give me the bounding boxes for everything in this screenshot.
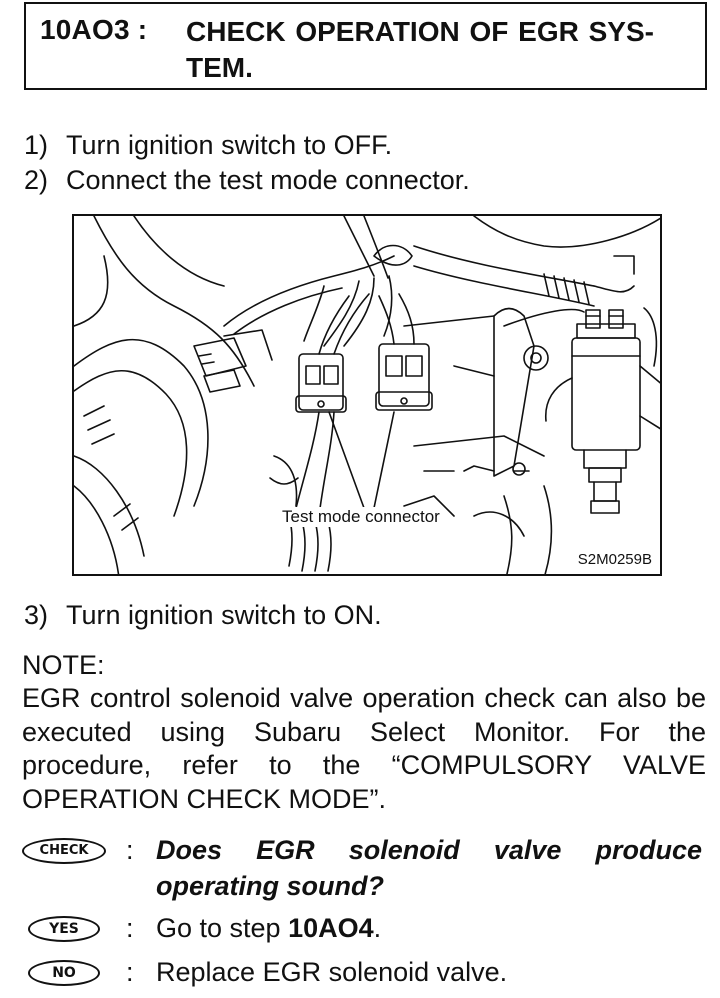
step-number: 1)	[24, 130, 49, 160]
note-heading: NOTE:	[22, 650, 105, 680]
colon: :	[126, 835, 134, 865]
step-1: 1) Turn ignition switch to OFF.	[24, 128, 392, 162]
check-question: Does EGR solenoid valve produce operatin…	[156, 835, 702, 901]
check-badge: CHECK	[22, 838, 106, 864]
yes-prefix: Go to step	[156, 913, 289, 943]
step-text: Turn ignition switch to ON.	[66, 600, 382, 630]
step-number: 3)	[24, 600, 49, 630]
section-title: CHECK OPERATION OF EGR SYS-TEM.	[186, 16, 654, 83]
callout-label: Test mode connector	[280, 507, 442, 527]
step-text: Connect the test mode connector.	[66, 165, 470, 195]
engine-bay-drawing	[74, 216, 660, 574]
colon: :	[126, 913, 134, 943]
step-3: 3) Turn ignition switch to ON.	[24, 598, 382, 632]
step-text: Turn ignition switch to OFF.	[66, 130, 393, 160]
section-header: 10AO3 : CHECK OPERATION OF EGR SYS-TEM.	[24, 2, 707, 90]
check-row: CHECK : Does EGR solenoid valve produce …	[22, 832, 708, 904]
yes-target-step: 10AO4	[288, 913, 374, 943]
step-number: 2)	[24, 165, 49, 195]
connector-illustration: Test mode connector S2M0259B	[72, 214, 662, 576]
step-2: 2) Connect the test mode connector.	[24, 163, 470, 197]
colon: :	[126, 957, 134, 987]
no-action: Replace EGR solenoid valve.	[156, 957, 508, 987]
yes-row: YES : Go to step 10AO4.	[22, 910, 708, 946]
yes-badge: YES	[28, 916, 100, 942]
figure-code: S2M0259B	[577, 551, 652, 568]
yes-suffix: .	[373, 913, 382, 943]
note-body: EGR control solenoid valve operation che…	[22, 683, 706, 814]
yes-action: Go to step 10AO4.	[156, 910, 702, 946]
no-badge: NO	[28, 960, 100, 986]
no-row: NO : Replace EGR solenoid valve.	[22, 954, 708, 990]
section-code: 10AO3 :	[40, 14, 148, 45]
